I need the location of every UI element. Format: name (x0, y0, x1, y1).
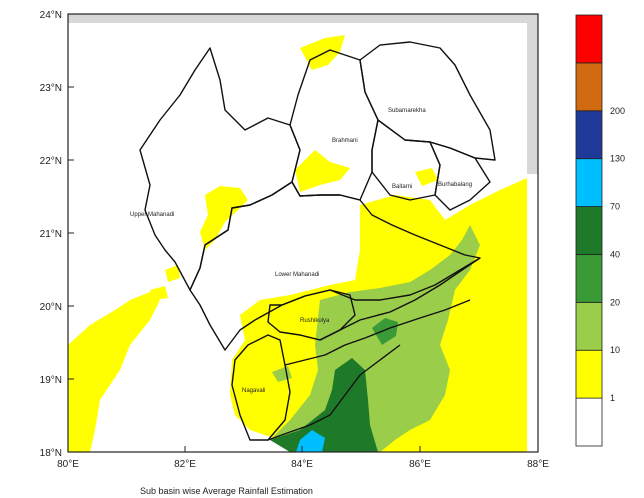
lat-label-24: 24°N (40, 10, 62, 21)
lat-label-22: 22°N (40, 156, 62, 167)
basin-outline-rushikulya (267, 289, 356, 341)
basin-label-lower-mahanadi: Lower Mahanadi (275, 272, 319, 278)
basin-label-rushikulya: Rushikulya (300, 318, 330, 324)
legend-swatch-7 (575, 62, 603, 112)
legend-swatch-0 (575, 397, 603, 447)
rain-band-1-10-blob-b (295, 150, 350, 192)
rain-band-1-10-blob-e (415, 168, 438, 186)
rain-band-1-10-blob-c (300, 35, 345, 70)
basin-label-burhabalang: Burhabalang (438, 182, 472, 188)
rain-band-40-70 (270, 358, 378, 452)
lon-label-82: 82°E (174, 459, 196, 470)
rain-band-1-10-blob-d (165, 265, 180, 282)
lat-label-20: 20°N (40, 302, 62, 313)
rain-band-1-10-west (68, 292, 160, 452)
rain-band-1-10-blob-f (150, 286, 168, 300)
basin-outline-vamsadhara (284, 299, 471, 366)
legend-swatch-5 (575, 158, 603, 207)
legend-swatch-8 (575, 14, 603, 64)
lat-label-23: 23°N (40, 83, 62, 94)
legend-swatch-6 (575, 110, 603, 160)
legend-label-130: 130 (610, 154, 625, 164)
legend-swatch-3 (575, 254, 603, 303)
rain-band-1-10-blob-a (200, 186, 248, 250)
legend-label-10: 10 (610, 345, 620, 355)
no-data-strip-top (68, 14, 538, 23)
basin-label-subarnarekha: Subarnarekha (388, 108, 426, 114)
basin-outlines (139, 41, 496, 441)
basin-outline-coastal (299, 257, 481, 341)
basin-labels: Subarnarekha Brahmani Baitarni Burhabala… (130, 108, 472, 394)
legend-label-70: 70 (610, 202, 620, 212)
basin-label-baitarni: Baitarni (392, 184, 412, 190)
legend-swatch-4 (575, 206, 603, 255)
legend-label-1: 1 (610, 393, 615, 403)
axis-ticks (68, 13, 421, 452)
lon-label-88: 88°E (527, 459, 549, 470)
basin-label-nagavali: Nagavali (242, 388, 265, 394)
legend-label-200: 200 (610, 106, 625, 116)
latitude-labels: 24°N 23°N 22°N 21°N 20°N 19°N 18°N (40, 10, 62, 459)
lon-label-84: 84°E (291, 459, 313, 470)
basin-outline-lower-mahanadi (189, 181, 481, 351)
no-data-strip-right (527, 14, 538, 174)
basin-label-upper-mahanadi: Upper Mahanadi (130, 212, 174, 218)
basin-outline-south (267, 344, 401, 441)
lat-label-18: 18°N (40, 448, 62, 459)
rain-band-70-130 (296, 430, 325, 452)
longitude-labels: 80°E 82°E 84°E 86°E 88°E (57, 459, 549, 470)
rain-band-10-20 (270, 225, 480, 452)
legend-label-20: 20 (610, 297, 620, 307)
rain-band-20-40 (372, 318, 398, 345)
basin-outline-burhabalang (429, 141, 491, 211)
lon-label-86: 86°E (409, 459, 431, 470)
map-caption: Sub basin wise Average Rainfall Estimati… (140, 486, 313, 496)
lat-label-21: 21°N (40, 229, 62, 240)
rainfall-color-legend: 1 10 20 40 70 130 200 (575, 14, 625, 447)
lat-label-19: 19°N (40, 375, 62, 386)
lon-label-80: 80°E (57, 459, 79, 470)
basin-label-brahmani: Brahmani (332, 138, 358, 144)
legend-label-40: 40 (610, 249, 620, 259)
basin-outline-nagavali (231, 334, 291, 441)
legend-swatch-1 (575, 349, 603, 399)
legend-swatch-2 (575, 301, 603, 351)
